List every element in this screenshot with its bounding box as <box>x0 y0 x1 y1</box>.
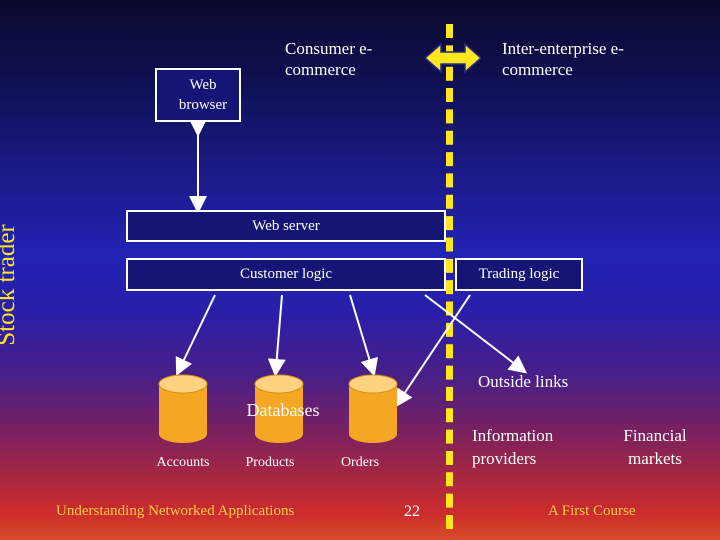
footer-right-text: A First Course <box>548 503 636 519</box>
arrow-logic-products <box>267 294 286 377</box>
arrow-trading-databases <box>395 294 471 408</box>
label-database-orders: Orders <box>340 455 380 470</box>
database-cylinder-orders <box>348 374 398 443</box>
heading-consumer-ecommerce: Consumer e-commerce <box>285 39 373 79</box>
box-web-browser-label: Web browser <box>178 77 228 113</box>
label-stock-trader: Stock trader <box>0 224 20 346</box>
footer-page-number: 22 <box>404 503 420 520</box>
box-web-server[interactable]: Web server <box>126 210 446 242</box>
label-financial-markets: Financial markets <box>623 426 687 468</box>
database-cylinder-products <box>254 374 304 443</box>
double-headed-arrow-icon <box>425 42 481 74</box>
box-web-server-label: Web server <box>252 217 320 234</box>
arrow-trading-outside-links <box>424 294 528 374</box>
arrow-logic-orders <box>349 294 379 377</box>
label-databases: Databases <box>246 400 320 420</box>
label-database-products: Products <box>245 455 295 470</box>
dashed-divider <box>446 24 453 529</box>
box-customer-logic-label: Customer logic <box>239 266 333 282</box>
database-cylinder-accounts <box>158 374 208 443</box>
label-database-accounts: Accounts <box>156 455 210 470</box>
arrow-logic-accounts <box>175 294 216 377</box>
footer-left-text: Understanding Networked Applications <box>56 503 295 519</box>
box-trading-logic-label: Trading logic <box>478 266 560 282</box>
box-web-browser[interactable]: Web browser <box>155 68 241 122</box>
box-customer-logic[interactable]: Customer logic <box>126 258 446 291</box>
label-information-providers: Information providers <box>472 426 554 468</box>
box-trading-logic[interactable]: Trading logic <box>455 258 583 291</box>
label-outside-links: Outside links <box>478 372 569 391</box>
heading-inter-enterprise-ecommerce: Inter-enterprise e-commerce <box>502 39 624 79</box>
